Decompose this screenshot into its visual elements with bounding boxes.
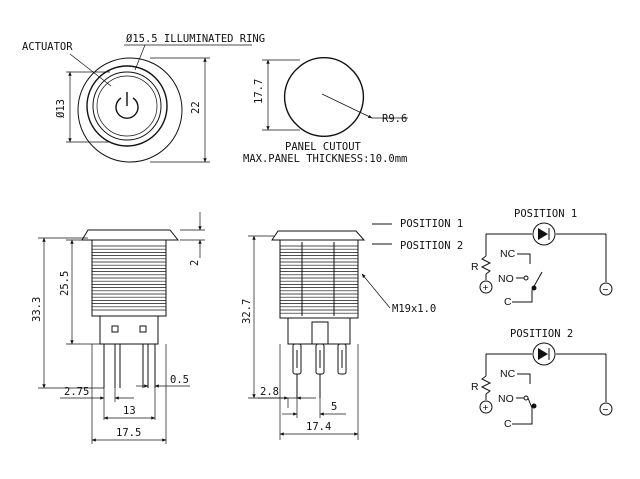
actuator-outline [92,71,162,141]
front-head [271,230,366,241]
power-icon [115,92,139,119]
front-dim-width: 17.4 [306,421,331,433]
front-position1: POSITION 1 [400,218,463,230]
minus-label: − [603,404,609,416]
cutout-dim-flat: 17.7 [253,79,265,104]
schematic-position2: POSITION 2 + R − NC NO C [471,328,613,430]
actuator-label: ACTUATOR [22,41,73,53]
side-threads [92,245,166,311]
panel-cutout: 17.7 R9.6 PANEL CUTOUT MAX.PANEL THICKNE… [243,57,408,165]
nc-label: NC [500,368,516,380]
r-label: R [471,381,479,393]
schematic-position1: POSITION 1 + R − NC NO C [471,208,613,308]
illuminated-ring [86,65,168,147]
front-thread: M19x1.0 [392,303,436,315]
side-dim-body: 25.5 [59,271,71,296]
plus-label: + [483,402,489,414]
no-label: NO [498,273,514,285]
side-head [81,229,180,241]
minus-terminal-icon [599,402,613,416]
r-label: R [471,261,479,273]
top-dim-diameter: Ø13 [55,99,67,118]
plus-terminal-icon [479,280,493,294]
outer-bezel [77,57,183,163]
schematic-title2: POSITION 2 [510,328,573,340]
c-label: C [504,296,512,308]
c-label: C [504,418,512,430]
schematic-title1: POSITION 1 [514,208,577,220]
plus-terminal-icon [479,400,493,414]
front-dim-height: 32.7 [241,299,253,324]
front-dim-a: 2.8 [260,386,279,398]
side-dim-left: 2.75 [64,386,89,398]
led-icon [532,222,556,246]
no-label: NO [498,393,514,405]
top-dim-height: 22 [190,101,202,114]
minus-terminal-icon [599,282,613,296]
side-dim-width: 17.5 [116,427,141,439]
plus-label: + [483,282,489,294]
front-view: POSITION 1 POSITION 2 M19x1.0 32.7 2.8 5… [241,218,463,440]
cutout-outline [283,57,365,137]
minus-label: − [603,284,609,296]
cutout-note: MAX.PANEL THICKNESS:10.0mm [243,153,407,165]
led-icon [532,342,556,366]
side-dim-total: 33.3 [31,297,43,322]
cutout-title: PANEL CUTOUT [285,141,362,153]
cutout-radius: R9.6 [382,113,407,125]
resistor-icon [480,375,492,395]
resistor-icon [480,255,492,275]
front-dim-b: 5 [331,401,337,413]
side-dim-pin: 0.5 [170,374,189,386]
front-position2: POSITION 2 [400,240,463,252]
ring-label: Ø15.5 ILLUMINATED RING [126,33,265,45]
side-dim-pitch: 13 [123,405,136,417]
nc-label: NC [500,248,516,260]
side-dim-head: 2 [189,260,201,266]
side-view: 2 33.3 25.5 2.75 0.5 13 17.5 [31,212,205,444]
front-threads [280,245,358,314]
top-view: ACTUATOR Ø15.5 ILLUMINATED RING Ø13 22 [22,33,265,163]
